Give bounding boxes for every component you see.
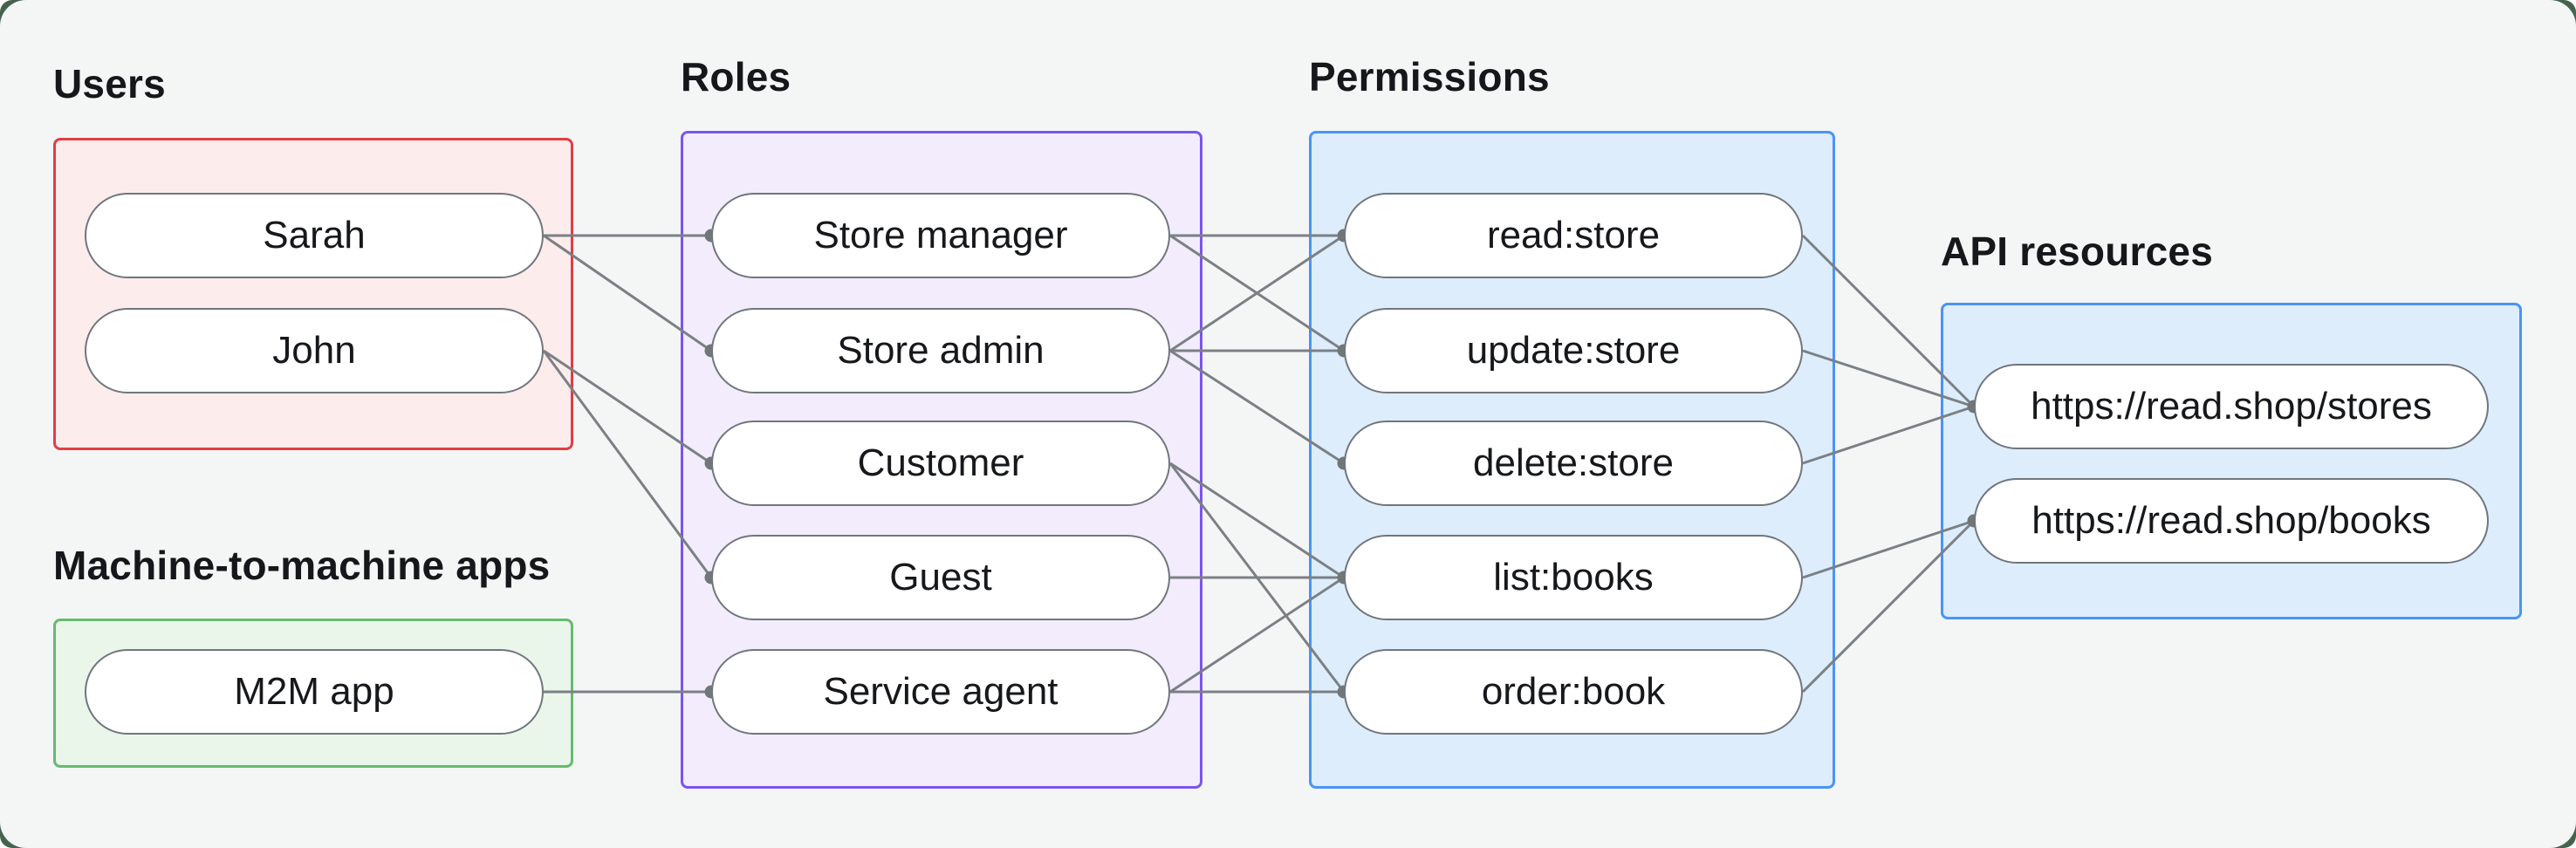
node-permission-list-books: list:books [1344,535,1803,620]
group-box-users [53,138,573,450]
group-label-users: Users [53,61,166,106]
node-m2m-app: M2M app [85,649,544,735]
node-permission-read-store: read:store [1344,193,1803,278]
node-api-resource-books: https://read.shop/books [1974,478,2489,564]
edge-delete-stores [1802,405,1975,465]
edge-update-stores [1802,349,1975,408]
edge-john-guest [542,350,713,578]
edge-service-list [1169,576,1345,694]
node-role-service-agent: Service agent [711,649,1170,735]
edge-order-books [1801,519,1976,694]
node-role-store-admin: Store admin [711,308,1170,393]
group-label-m2m-apps: Machine-to-machine apps [53,543,551,588]
node-user-sarah: Sarah [85,193,544,278]
edge-john-customer [543,349,712,465]
edge-list-books [1802,519,1975,579]
node-role-store-manager: Store manager [711,193,1170,278]
group-label-roles: Roles [681,54,791,99]
edge-admin-delete [1169,349,1345,465]
edge-read-stores [1801,234,1976,408]
node-permission-update-store: update:store [1344,308,1803,393]
group-label-permissions: Permissions [1309,54,1550,99]
edge-sarah-admin [543,234,712,352]
node-permission-order-book: order:book [1344,649,1803,735]
edge-admin-read [1169,234,1345,352]
node-api-resource-stores: https://read.shop/stores [1974,364,2489,449]
group-box-api-resources [1941,303,2522,619]
edge-customer-list [1169,462,1345,579]
node-permission-delete-store: delete:store [1344,421,1803,506]
node-role-guest: Guest [711,535,1170,620]
node-role-customer: Customer [711,421,1170,506]
node-user-john: John [85,308,544,393]
group-label-api-resources: API resources [1941,229,2213,274]
